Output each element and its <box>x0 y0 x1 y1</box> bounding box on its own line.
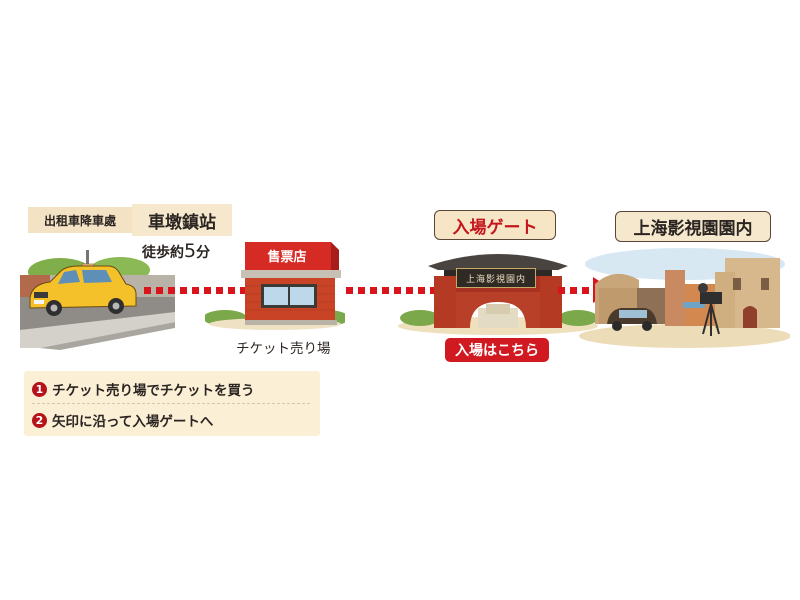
gate-plaque: 上海影視園内 <box>456 268 536 288</box>
taxi-dropoff-label: 出租車降車處 <box>28 207 132 233</box>
walk-time: 徒歩約5分 <box>142 240 210 262</box>
ticket-booth-icon: 售票店 <box>205 242 345 330</box>
booth-sign-text: 售票店 <box>267 249 306 265</box>
walk-unit: 分 <box>196 245 211 261</box>
walk-minutes: 5 <box>184 240 197 262</box>
instructions-box: 1 チケット売り場でチケットを買う 2 矢印に沿って入場ゲートへ <box>24 371 320 436</box>
step-number-badge: 1 <box>32 381 47 397</box>
enter-here-button[interactable]: 入場はこちら <box>445 338 549 362</box>
step-number-badge: 2 <box>32 412 47 428</box>
step-2: 2 矢印に沿って入場ゲートへ <box>32 410 213 430</box>
entrance-gate-title: 入場ゲート <box>434 210 556 240</box>
film-studio-icon <box>579 248 790 348</box>
step-text: チケット売り場でチケットを買う <box>52 383 255 399</box>
station-name: 車墩鎮站 <box>132 204 232 236</box>
step-divider <box>32 403 310 404</box>
studio-title: 上海影視園園内 <box>615 211 771 242</box>
step-text: 矢印に沿って入場ゲートへ <box>52 414 214 430</box>
walk-prefix: 徒歩約 <box>142 245 184 261</box>
ticket-booth-caption: チケット売り場 <box>236 341 331 357</box>
taxi-icon <box>20 250 175 350</box>
step-1: 1 チケット売り場でチケットを買う <box>32 379 255 399</box>
